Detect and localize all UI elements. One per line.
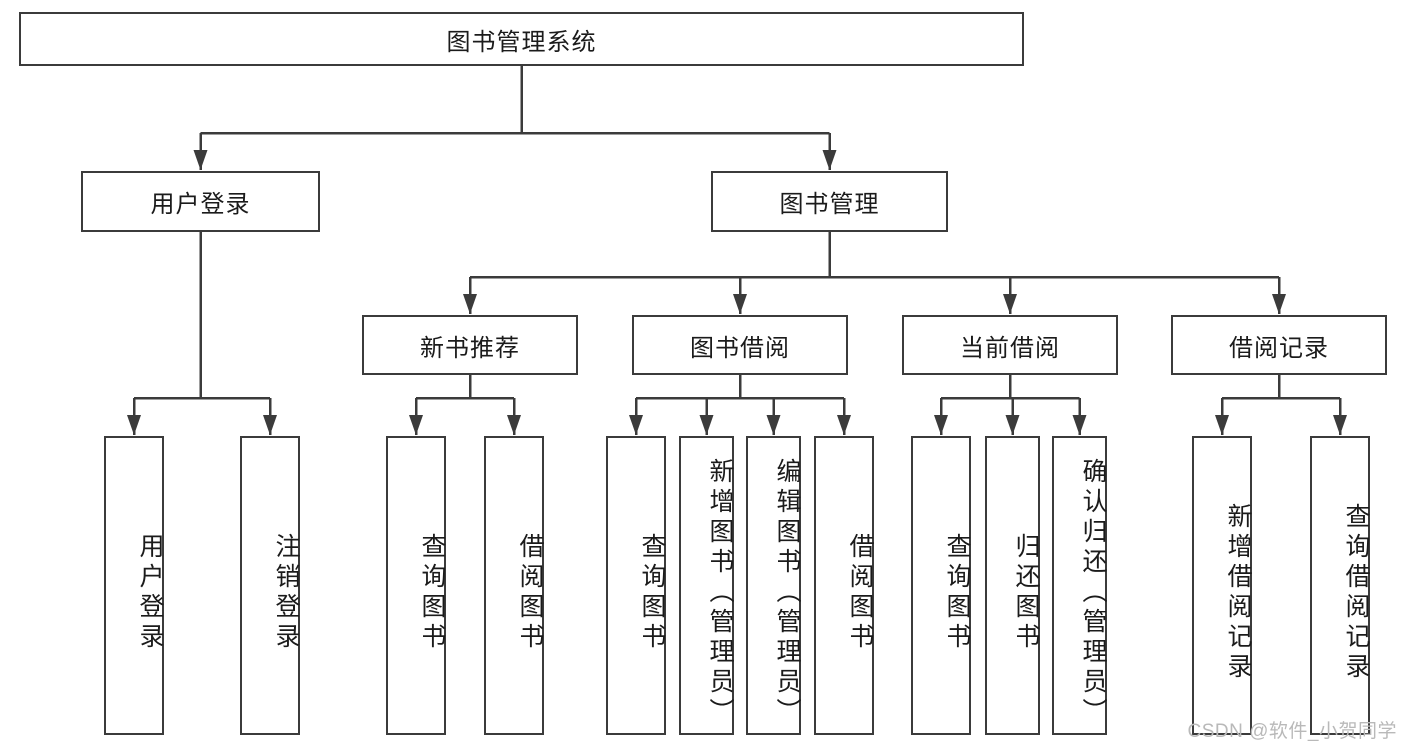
node-label: 图书管理 [779,191,880,218]
node-user-login[interactable]: 用户登录 [81,171,320,232]
node-leaf-user-login[interactable]: 用户登录 [104,436,164,735]
node-label: 借阅图书 [846,532,874,653]
node-label: 借阅图书 [516,532,544,653]
node-leaf-query-book-3[interactable]: 查询图书 [911,436,971,735]
node-book-borrow[interactable]: 图书借阅 [632,315,848,375]
node-label: 确认归还（管理员） [1079,457,1107,728]
node-label: 查询图书 [943,532,971,653]
node-label: 用户登录 [136,532,164,653]
node-leaf-query-record[interactable]: 查询借阅记录 [1310,436,1370,735]
node-leaf-edit-book[interactable]: 编辑图书（管理员） [746,436,801,735]
node-leaf-query-book-2[interactable]: 查询图书 [606,436,666,735]
node-root[interactable]: 图书管理系统 [19,12,1024,66]
node-label: 图书借阅 [690,334,790,362]
node-label: 编辑图书（管理员） [773,457,801,728]
node-leaf-add-book[interactable]: 新增图书（管理员） [679,436,734,735]
node-label: 借阅记录 [1229,334,1329,362]
node-label: 归还图书 [1012,532,1040,653]
node-label: 查询借阅记录 [1342,502,1370,683]
watermark-label: CSDN @软件_小贺同学 [1187,721,1397,742]
node-leaf-confirm-return[interactable]: 确认归还（管理员） [1052,436,1107,735]
node-label: 图书管理系统 [446,28,597,56]
node-book-manage[interactable]: 图书管理 [711,171,948,232]
node-leaf-add-record[interactable]: 新增借阅记录 [1192,436,1252,735]
node-label: 新书推荐 [420,334,520,362]
node-label: 查询图书 [638,532,666,653]
node-leaf-return-book[interactable]: 归还图书 [985,436,1040,735]
node-borrow-record[interactable]: 借阅记录 [1171,315,1387,375]
node-leaf-borrow-book-1[interactable]: 借阅图书 [484,436,544,735]
node-label: 查询图书 [418,532,446,653]
node-label: 新增借阅记录 [1224,502,1252,683]
node-label: 注销登录 [272,532,300,653]
node-leaf-borrow-book-2[interactable]: 借阅图书 [814,436,874,735]
node-leaf-logout[interactable]: 注销登录 [240,436,300,735]
node-new-book-rec[interactable]: 新书推荐 [362,315,578,375]
node-label: 用户登录 [150,191,251,218]
node-label: 新增图书（管理员） [706,457,734,728]
node-current-borrow[interactable]: 当前借阅 [902,315,1118,375]
node-leaf-query-book-1[interactable]: 查询图书 [386,436,446,735]
node-label: 当前借阅 [960,334,1060,362]
